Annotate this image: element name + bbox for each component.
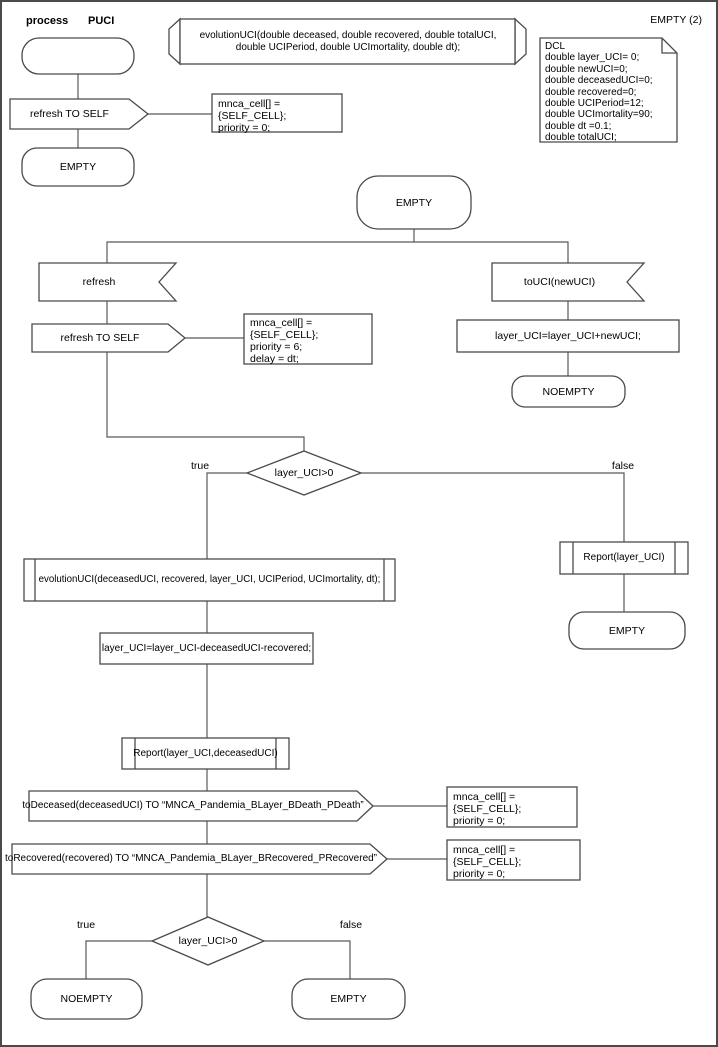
procedure-call-shape: [559, 541, 689, 575]
send-signal-shape: [9, 98, 150, 130]
decision-shape: [150, 916, 266, 966]
connector: [106, 352, 305, 451]
send-params-label: mnca_cell[] = {SELF_CELL}; priority = 0;: [453, 844, 522, 880]
state-empty-right-label: EMPTY: [608, 624, 646, 637]
decision1-true-label: true: [190, 460, 210, 472]
input-signal-shape: [491, 262, 646, 302]
page-ref-label: EMPTY (2): [650, 14, 702, 26]
procedure-decl-shape: [179, 18, 516, 65]
send-signal-shape: [11, 843, 388, 875]
call-evolutionuci-label: evolutionUCI(deceasedUCI, recovered, lay…: [38, 574, 381, 585]
send-refresh-self-label: refresh TO SELF: [60, 332, 140, 344]
connector: [106, 241, 569, 263]
dcl-note-fold: [661, 38, 677, 54]
decision-shape: [245, 450, 363, 496]
state-empty-bottom-label: EMPTY: [330, 993, 367, 1005]
state-empty-start-label: EMPTY: [59, 161, 97, 173]
send-torecovered-label: toRecovered(recovered) TO “MNCA_Pandemia…: [4, 853, 378, 864]
process-keyword: process: [26, 15, 69, 27]
connector-true-branch: [85, 940, 152, 979]
connector-false-branch: [361, 472, 625, 542]
param-box-shape: [446, 839, 581, 881]
decision1-false-label: false: [611, 460, 635, 472]
send-params-label: mnca_cell[] = {SELF_CELL}; priority = 0;: [453, 791, 522, 827]
task-add-label: layer_UCI=layer_UCI+newUCI;: [495, 330, 641, 342]
decision2-label: layer_UCI>0: [178, 935, 238, 947]
send-signal-shape: [31, 323, 187, 353]
input-refresh-label: refresh: [82, 276, 116, 288]
dcl-note-shape: [539, 37, 678, 143]
state-noempty-label: NOEMPTY: [542, 385, 595, 398]
task-shape: [99, 632, 314, 665]
state-noempty-bottom-label: NOEMPTY: [60, 993, 113, 1005]
task-shape: [456, 319, 680, 353]
connector-true-branch: [206, 472, 247, 559]
connector-false-branch: [264, 940, 351, 979]
input-touci-label: toUCI(newUCI): [523, 276, 596, 288]
task-update-label: layer_UCI=layer_UCI-deceasedUCI-recovere…: [101, 642, 312, 654]
state-shape: [30, 978, 143, 1020]
state-shape: [356, 175, 472, 230]
state-shape: [568, 611, 686, 650]
procedure-declaration-text: evolutionUCI(double deceased, double rec…: [199, 29, 497, 53]
procedure-call-shape: [23, 558, 396, 602]
dcl-text: DCL double layer_UCI= 0; double newUCI=0…: [545, 41, 653, 144]
send-params-label: mnca_cell[] = {SELF_CELL}; priority = 0;: [218, 98, 287, 134]
send-todeceased-label: toDeceased(deceasedUCI) TO “MNCA_Pandemi…: [22, 800, 364, 811]
decision2-false-label: false: [339, 919, 363, 931]
state-empty-main-label: EMPTY: [395, 196, 433, 209]
process-name: PUCI: [88, 15, 115, 27]
state-shape: [21, 147, 135, 187]
start-state-shape: [21, 37, 135, 75]
call-report2-label: Report(layer_UCI,deceasedUCI): [133, 747, 278, 759]
call-report1-label: Report(layer_UCI): [583, 552, 665, 563]
state-shape: [291, 978, 406, 1020]
param-box-shape: [211, 93, 343, 133]
send-refresh-self-start-label: refresh TO SELF: [30, 108, 109, 120]
param-box-shape: [446, 786, 578, 828]
state-shape: [511, 375, 626, 408]
send-params-label: mnca_cell[] = {SELF_CELL}; priority = 6;…: [250, 317, 319, 365]
param-box-shape: [243, 313, 373, 365]
input-signal-shape: [38, 262, 178, 302]
decision2-true-label: true: [76, 919, 96, 931]
procedure-call-shape: [121, 737, 290, 770]
decision1-label: layer_UCI>0: [274, 467, 334, 479]
flow-connectors: [77, 74, 625, 979]
send-signal-shape: [28, 790, 374, 822]
